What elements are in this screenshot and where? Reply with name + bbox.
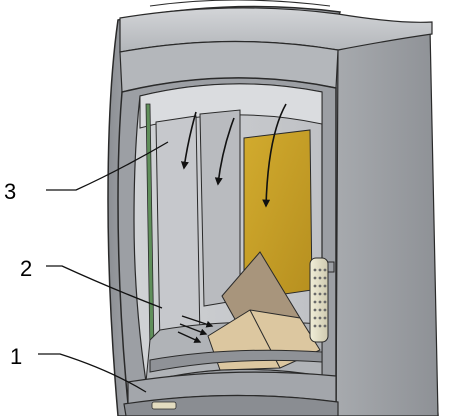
ash-drawer-handle	[151, 401, 177, 410]
airflow-arrow-low-3	[177, 331, 202, 343]
grate-rail	[149, 349, 323, 373]
airflow-arrow-left	[180, 111, 197, 170]
stove-side-panel	[335, 27, 439, 416]
callout-label-2: 2	[20, 256, 32, 281]
callout-leader-2	[46, 265, 163, 309]
airflow-arrow-right	[262, 103, 287, 208]
interior-wall-left	[155, 115, 201, 349]
door-handle-holes	[313, 268, 327, 328]
airflow-arrow-middle	[214, 117, 235, 186]
door-handle-bracket	[328, 261, 335, 273]
stove-top-edge	[149, 0, 331, 7]
callout-leader-3	[46, 141, 169, 191]
airflow-arrow-low-2	[179, 323, 208, 336]
callout-leader-1	[38, 353, 147, 393]
callout-label-1: 1	[10, 344, 22, 369]
airflow-arrow-low-1	[181, 315, 214, 328]
callout-label-3: 3	[4, 179, 16, 204]
ash-drawer	[123, 394, 339, 416]
interior-pillar	[199, 109, 241, 307]
